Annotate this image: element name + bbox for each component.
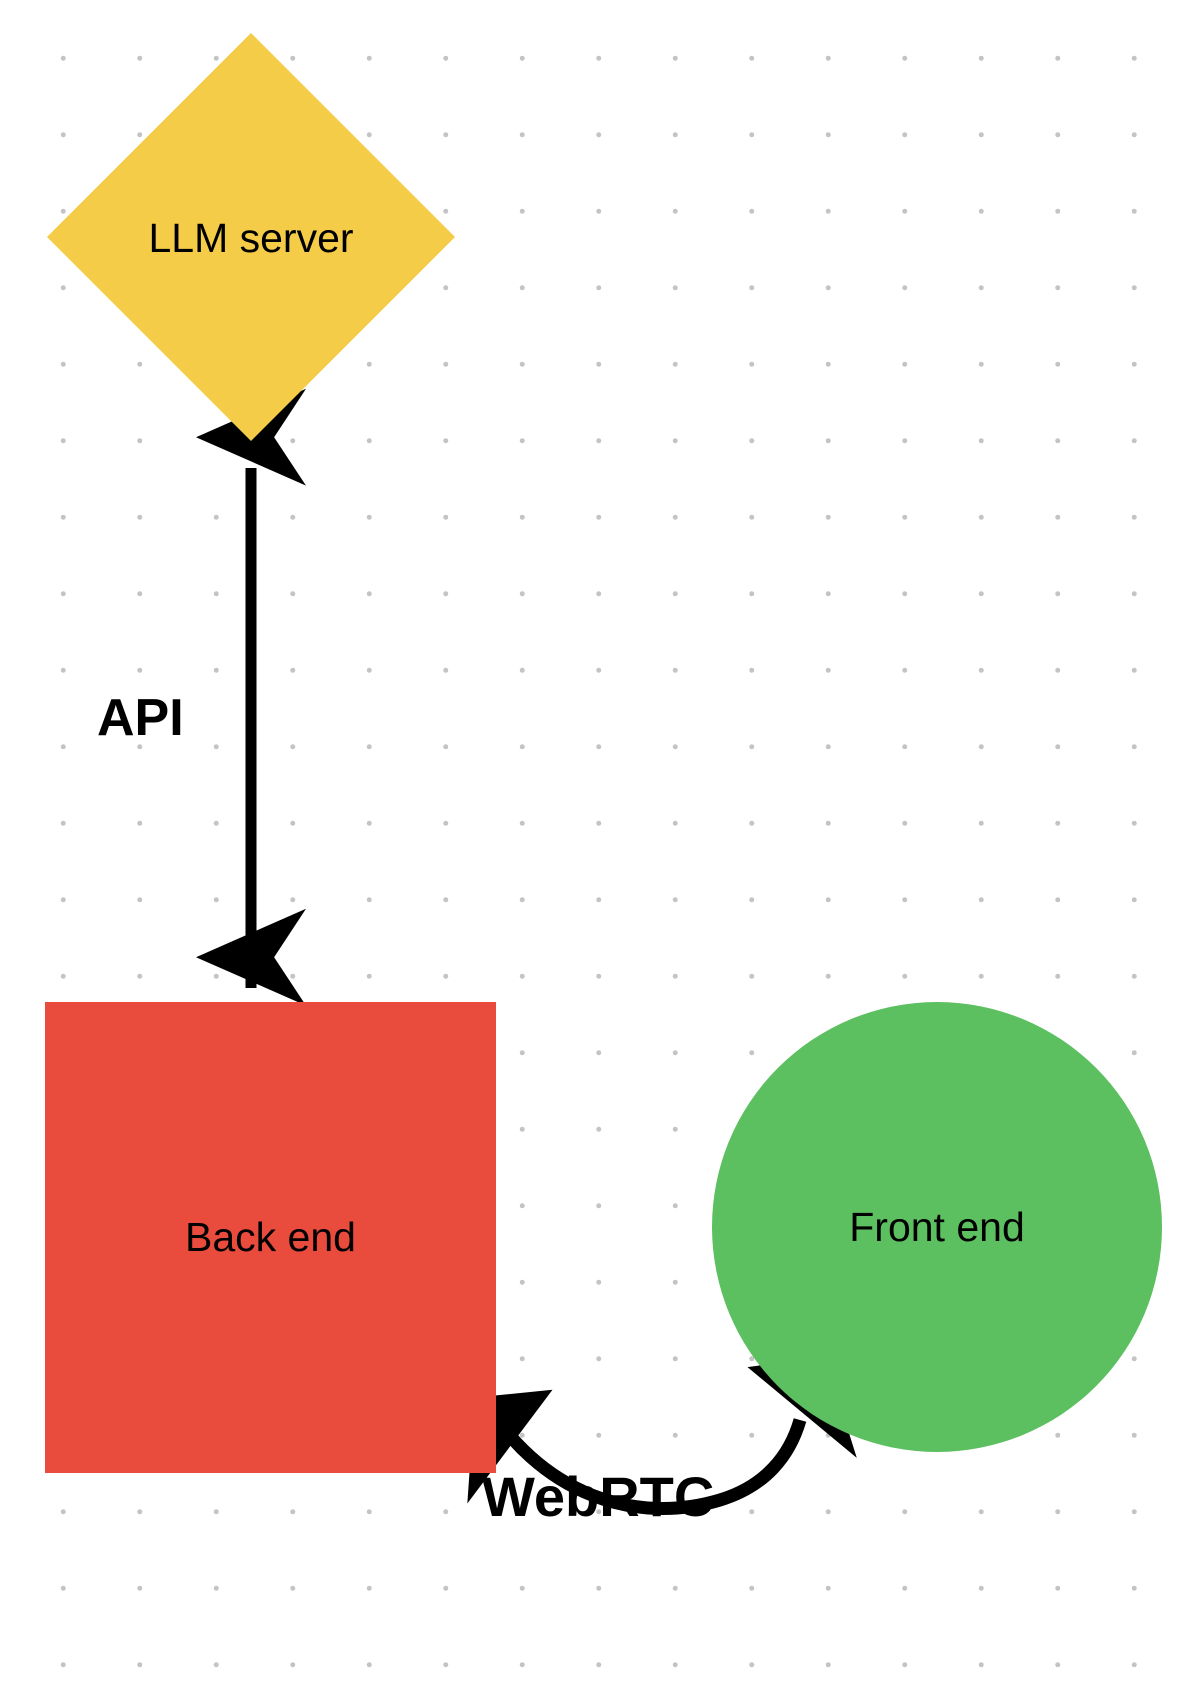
- diamond-shape: [47, 33, 455, 441]
- edge-label-webrtc: WebRTC: [482, 1465, 715, 1528]
- edge-label-api: API: [97, 689, 184, 747]
- node-front-end[interactable]: Front end: [712, 1002, 1162, 1452]
- webrtc-connector: [411, 1347, 889, 1515]
- node-llm-server[interactable]: LLM server: [47, 33, 455, 441]
- node-front-end-label: Front end: [849, 1204, 1025, 1250]
- node-back-end[interactable]: Back end: [45, 1002, 496, 1473]
- node-back-end-label: Back end: [185, 1214, 356, 1260]
